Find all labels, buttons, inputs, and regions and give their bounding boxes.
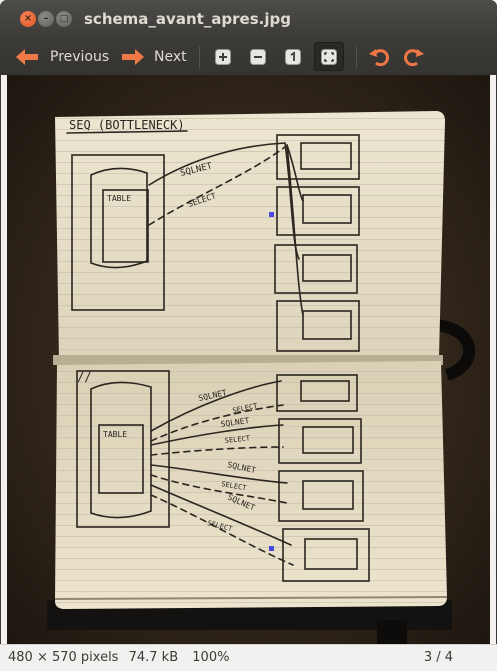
rotate-right-icon	[404, 48, 424, 66]
previous-label: Previous	[50, 48, 110, 65]
notebook-photo: SEQ (BOTTLENECK) TABLE SQLNET SELECT // …	[7, 75, 490, 644]
toolbar-separator	[356, 46, 357, 68]
marker-square	[269, 212, 274, 217]
marker-square	[269, 546, 274, 551]
zoom-out-icon	[250, 48, 266, 65]
zoom-level: 100%	[192, 650, 230, 665]
maximize-window-button[interactable]: □	[56, 11, 72, 27]
next-button[interactable]: Next	[120, 38, 187, 75]
top-table-label: TABLE	[107, 194, 131, 203]
zoom-out-button[interactable]	[243, 42, 273, 71]
image-dimensions: 480 × 570 pixels	[8, 650, 119, 665]
rotate-right-button[interactable]	[399, 42, 429, 71]
rotate-left-button[interactable]	[364, 42, 394, 71]
toolbar-separator	[199, 46, 200, 68]
arrow-left-icon	[16, 48, 38, 65]
close-icon: ×	[23, 13, 33, 24]
bottom-page-heading: //	[77, 370, 91, 384]
image-position: 3 / 4	[423, 650, 453, 665]
title-bar[interactable]: × – □ schema_avant_apres.jpg	[0, 0, 497, 38]
best-fit-button[interactable]	[314, 42, 344, 71]
normal-size-button[interactable]	[278, 42, 308, 71]
minimize-icon: –	[43, 13, 49, 24]
status-info: 480 × 570 pixels 74.7 kB 100%	[8, 650, 229, 665]
status-bar: 480 × 570 pixels 74.7 kB 100% 3 / 4	[0, 644, 497, 671]
bottom-table-label: TABLE	[103, 430, 127, 439]
image-canvas[interactable]: SEQ (BOTTLENECK) TABLE SQLNET SELECT // …	[7, 75, 490, 644]
bottom-arrow-label-3: SQLNET	[220, 416, 250, 429]
zoom-in-button[interactable]	[208, 42, 238, 71]
previous-button[interactable]: Previous	[14, 38, 109, 75]
minimize-window-button[interactable]: –	[38, 11, 54, 27]
file-size: 74.7 kB	[128, 650, 179, 665]
maximize-icon: □	[59, 13, 69, 24]
best-fit-icon	[321, 48, 337, 65]
close-window-button[interactable]: ×	[20, 11, 36, 27]
window-title: schema_avant_apres.jpg	[84, 10, 291, 28]
next-label: Next	[154, 48, 187, 65]
rotate-left-icon	[369, 48, 389, 66]
bottom-arrow-label-4: SELECT	[224, 434, 251, 445]
top-page-heading: SEQ (BOTTLENECK)	[69, 118, 185, 132]
zoom-in-icon	[215, 48, 231, 65]
normal-size-icon	[285, 48, 301, 65]
arrow-right-icon	[122, 48, 144, 65]
toolbar: Previous Next	[0, 38, 497, 75]
